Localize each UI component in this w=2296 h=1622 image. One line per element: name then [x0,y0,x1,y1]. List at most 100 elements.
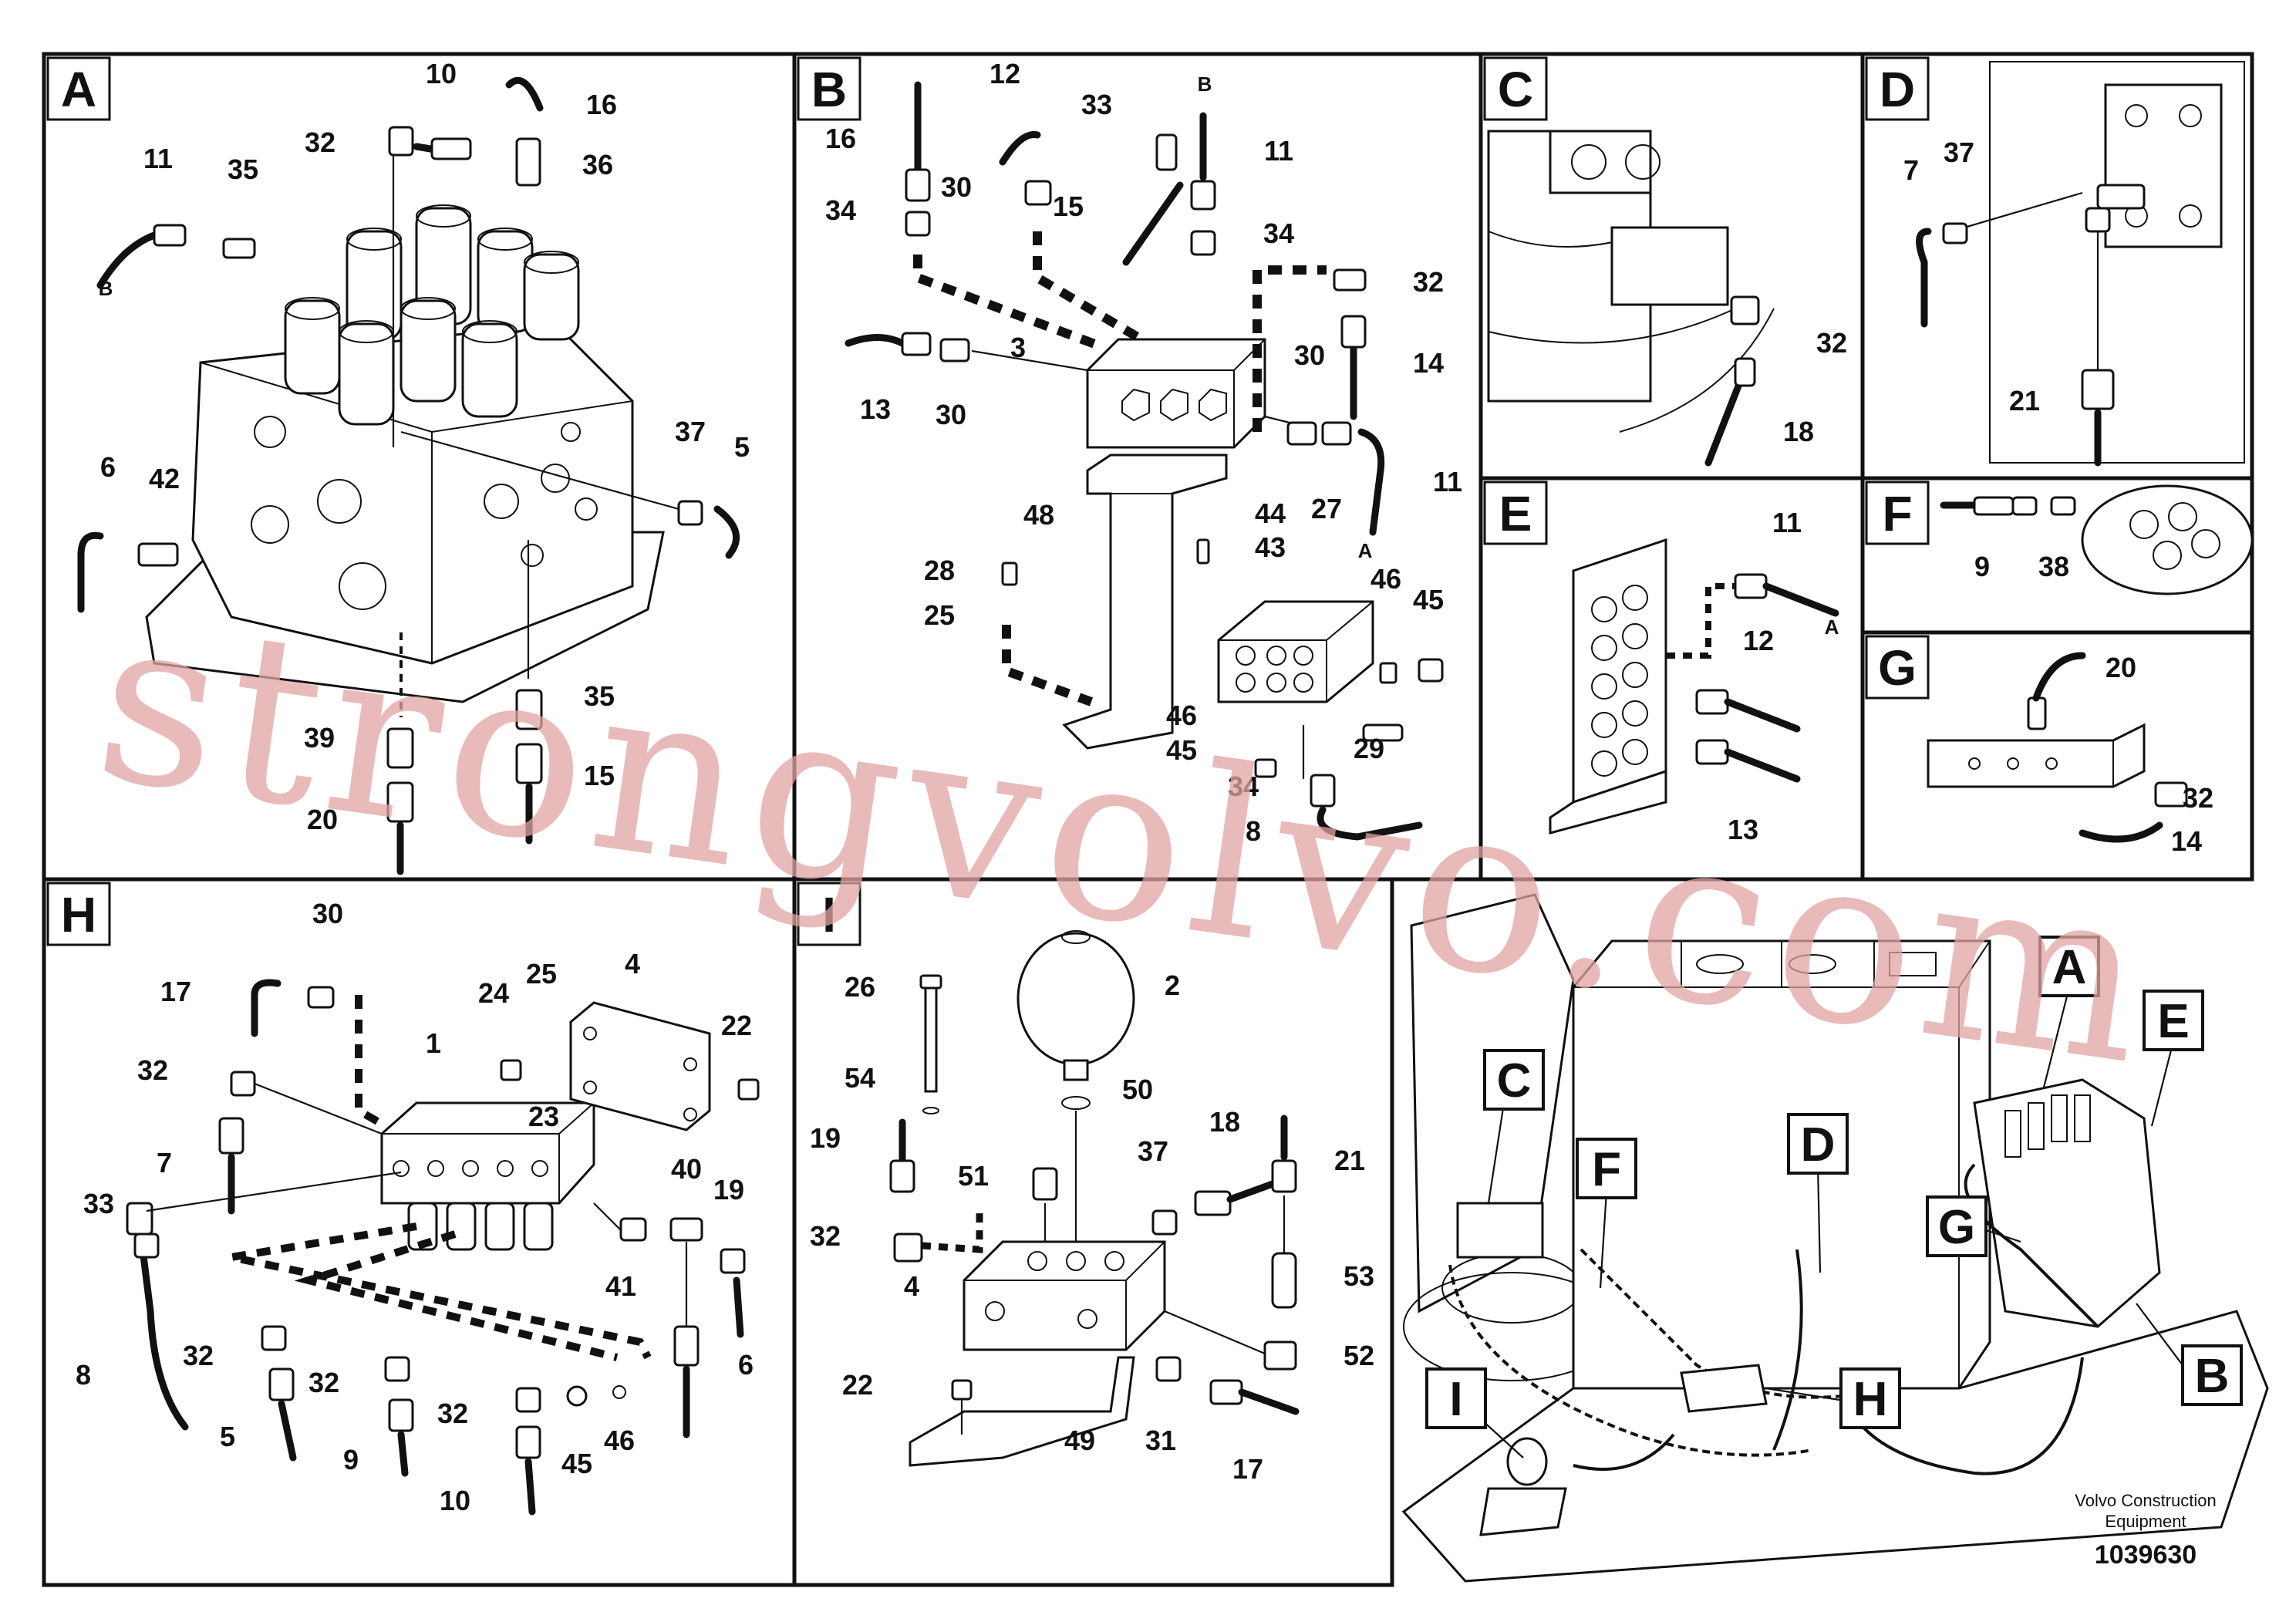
callout-G-2: 14 [2171,825,2202,857]
callout-B-27: 45 [1166,734,1197,766]
callout-B-20: A [1358,539,1373,562]
callout-G-1: 32 [2183,782,2213,814]
callout-A-10: 42 [149,463,180,494]
overview-letter-D: D [1801,1118,1836,1172]
callout-H-18: 5 [220,1421,235,1452]
callout-B-28: 34 [1228,771,1259,802]
callout-H-12: 33 [83,1188,114,1219]
callout-F-0: 9 [1974,551,1990,582]
callout-H-9: 7 [157,1147,172,1179]
callout-B-19: 43 [1255,531,1286,563]
callout-H-8: 23 [528,1101,559,1132]
callout-B-0: 12 [990,58,1020,89]
callout-E-3: 13 [1728,814,1758,845]
overview-letter-A: A [2052,941,2087,994]
callout-I-10: 4 [904,1270,919,1302]
callout-B-16: 48 [1023,499,1054,531]
callout-I-8: 51 [958,1160,989,1192]
callout-H-19: 32 [437,1398,468,1429]
panel-letter-B: B [811,62,847,117]
callout-G-0: 20 [2106,652,2136,683]
overview-letter-I: I [1449,1373,1462,1426]
callout-A-9: 6 [100,451,116,483]
panel-F-drawing [1940,484,2254,595]
callout-E-2: 12 [1743,625,1774,656]
callout-A-5: 35 [228,153,258,185]
overview-letter-F: F [1592,1143,1621,1196]
callout-H-1: 25 [526,958,557,990]
overview-box-I: I [1425,1367,1487,1429]
callout-I-1: 26 [845,971,875,1003]
overview-letter-E: E [2157,995,2189,1048]
panel-H-drawing [126,979,760,1516]
callout-D-2: 21 [2009,385,2040,416]
callout-B-23: 45 [1413,584,1444,615]
callout-H-22: 9 [343,1444,359,1475]
maker-line-2: Equipment [2105,1512,2186,1531]
callout-B-5: 30 [941,171,972,203]
callout-B-21: 28 [924,555,955,586]
panel-letter-H: H [61,887,96,943]
panel-letter-A: A [61,62,96,117]
callout-B-18: 44 [1255,497,1286,529]
callout-I-0: 2 [1165,969,1180,1001]
callout-H-20: 45 [561,1448,592,1479]
callout-A-4: 11 [143,143,173,174]
callout-H-0: 30 [312,898,343,929]
machine-overview [1401,893,2269,1583]
callout-B-12: 14 [1413,347,1444,379]
panel-A-drawing [77,76,740,875]
callout-H-5: 22 [721,1010,752,1041]
panel-G-drawing [1927,652,2188,843]
callout-H-2: 4 [625,948,640,980]
callout-B-17: 27 [1311,493,1342,524]
callout-B-24: 25 [924,599,955,631]
callout-I-12: 52 [1344,1340,1374,1371]
callout-B-2: 33 [1081,89,1112,120]
panel-letter-E: E [1499,486,1532,541]
callout-F-1: 38 [2038,551,2069,582]
callout-B-3: 11 [1264,135,1293,167]
callout-A-2: 32 [305,126,335,158]
callout-H-15: 32 [183,1340,214,1371]
callout-B-7: 34 [825,194,856,226]
callout-H-11: 19 [713,1174,744,1206]
callout-A-13: 15 [584,760,615,791]
callout-A-11: 35 [584,680,615,712]
panel-letters: A B C D E F G H I [46,56,1930,946]
callout-H-14: 6 [738,1349,754,1381]
callout-A-1: 16 [586,89,617,120]
callout-E-0: 11 [1772,507,1802,538]
panel-letter-I: I [822,887,836,943]
callout-I-16: 17 [1232,1453,1263,1485]
panel-frames [42,52,2254,1587]
overview-box-G: G [1926,1195,1988,1257]
callout-H-21: 46 [604,1425,635,1456]
callout-D-0: 7 [1903,154,1919,186]
callout-I-14: 49 [1064,1425,1095,1456]
callout-I-3: 50 [1122,1074,1153,1105]
callout-I-9: 32 [810,1220,841,1252]
overview-letter-C: C [1497,1054,1532,1108]
callout-H-17: 32 [308,1367,339,1398]
callout-B-1: B [1198,73,1212,96]
callout-C-1: 18 [1783,416,1814,447]
callout-B-29: 8 [1246,815,1261,847]
callout-B-22: 46 [1371,563,1401,595]
callout-B-10: 3 [1010,332,1026,363]
callout-H-7: 32 [137,1054,168,1086]
callout-D-1: 37 [1944,137,1974,168]
callout-E-1: A [1825,615,1839,639]
overview-letter-B: B [2195,1350,2230,1403]
panel-C-drawing [1487,130,1775,467]
callout-A-14: 20 [307,804,338,835]
callout-B-11: 30 [1294,339,1325,371]
panel-E-drawing [1549,538,1839,835]
callout-B-9: 32 [1413,266,1444,298]
panel-letter-D: D [1880,62,1915,117]
callout-I-11: 53 [1344,1260,1374,1292]
panel-letter-F: F [1882,486,1912,541]
panel-letter-G: G [1878,640,1917,696]
